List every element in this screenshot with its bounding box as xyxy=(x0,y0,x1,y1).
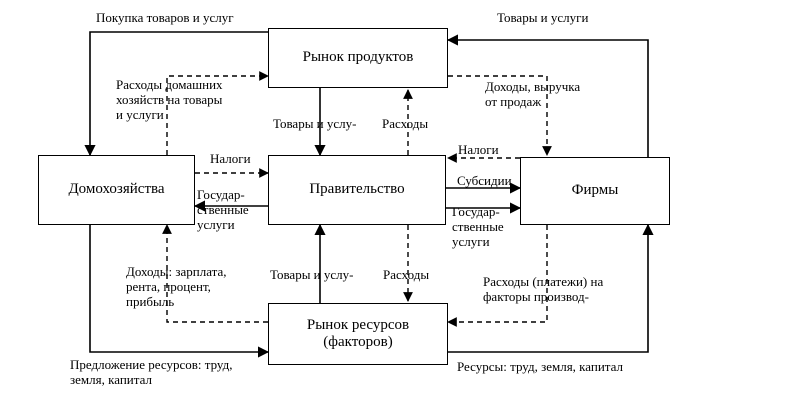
resource-market-label: Рынок ресурсов (факторов) xyxy=(306,316,410,350)
label-household-income: Доходы: зарплата, рента, процент, прибыл… xyxy=(126,264,227,309)
households-label: Домохозяйства xyxy=(68,181,165,198)
label-goods-services-top: Товары и услуги xyxy=(497,10,589,25)
label-gov-goods-bottom: Товары и услу- xyxy=(270,267,354,282)
arrow-factor-payments xyxy=(447,225,548,327)
label-household-spending: Расходы домашних хозяйств на товары и ус… xyxy=(116,77,223,122)
arrow-firm-revenue xyxy=(448,75,552,156)
label-gov-spending-top: Расходы xyxy=(382,116,429,131)
label-taxes-firms: Налоги xyxy=(458,142,499,157)
resource-market-box: Рынок ресурсов (факторов) xyxy=(268,303,448,365)
label-resource-supply: Предложение ресурсов: труд, земля, капит… xyxy=(70,357,233,387)
label-gov-services-households: Государ- ственные услуги xyxy=(197,187,249,232)
arrow-resources-to-firms xyxy=(448,223,654,353)
arrow-purchase-goods xyxy=(84,31,270,157)
arrow-goods-to-market xyxy=(446,34,649,157)
government-label: Правительство xyxy=(309,181,405,198)
label-factor-payments: Расходы (платежи) на факторы производ- xyxy=(483,274,604,304)
label-gov-spending-bottom: Расходы xyxy=(383,267,430,282)
label-taxes-households: Налоги xyxy=(210,151,251,166)
arrow-household-spending xyxy=(166,71,269,155)
households-box: Домохозяйства xyxy=(38,155,195,225)
label-resources: Ресурсы: труд, земля, капитал xyxy=(457,359,624,374)
arrow-household-income xyxy=(162,224,268,323)
firms-label: Фирмы xyxy=(571,182,619,199)
label-firm-revenue: Доходы, выручка от продаж xyxy=(485,79,581,109)
arrow-resource-supply xyxy=(89,225,270,358)
label-gov-services-firms: Государ- ственные услуги xyxy=(452,204,504,249)
firms-box: Фирмы xyxy=(520,157,670,225)
label-purchase-goods: Покупка товаров и услуг xyxy=(96,10,234,25)
government-box: Правительство xyxy=(268,155,446,225)
product-market-label: Рынок продуктов xyxy=(302,49,414,66)
product-market-box: Рынок продуктов xyxy=(268,28,448,88)
label-gov-goods-top: Товары и услу- xyxy=(273,116,357,131)
label-subsidies: Субсидии xyxy=(457,173,512,188)
